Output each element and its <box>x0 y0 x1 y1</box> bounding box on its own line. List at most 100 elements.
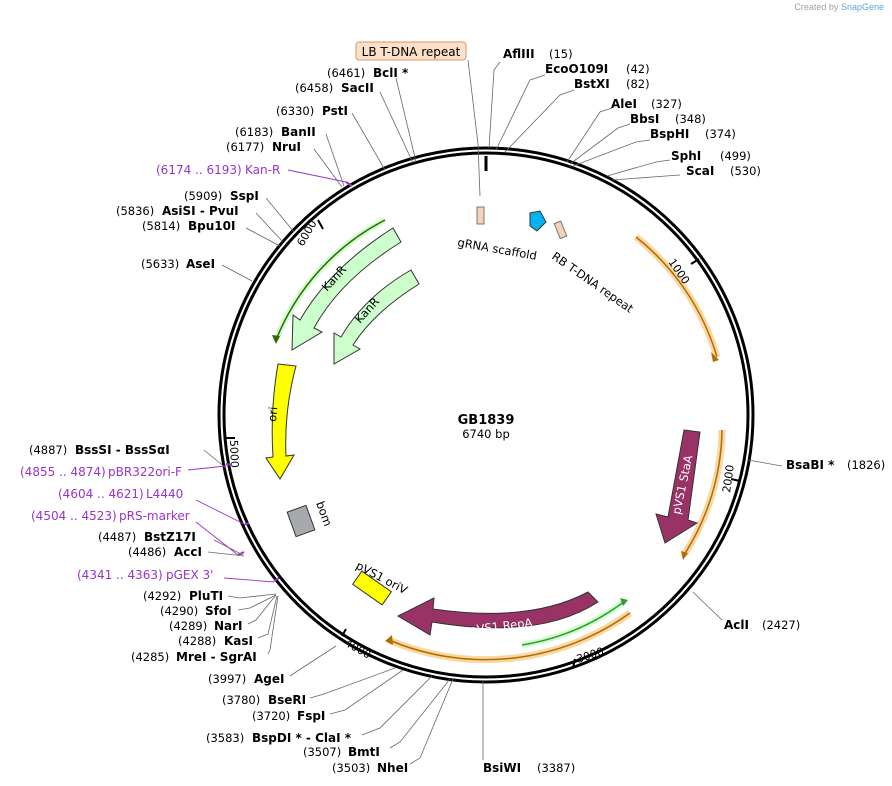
feature-RB-T-DNA <box>553 220 568 240</box>
site-AflIII: AflIII <box>503 47 535 61</box>
site-AleI: AleI <box>611 97 637 111</box>
leader-acci <box>207 551 245 557</box>
site-NarI: NarI <box>214 619 243 633</box>
site-BclI-pos: (6461) <box>327 66 365 80</box>
orf-arc-green-kan-inner <box>275 219 386 341</box>
site-AclI-pos: (2427) <box>762 618 800 632</box>
primer-L4440-range: (4604 .. 4621) <box>58 487 144 501</box>
leader-lbtdna <box>467 59 481 197</box>
primer-Kan-R: Kan-R <box>245 163 280 177</box>
site-BbsI: BbsI <box>630 112 659 126</box>
tick-4000: 4000 <box>343 636 374 661</box>
leader-prs-primer <box>195 521 239 556</box>
site-NheI-pos: (3503) <box>332 761 370 775</box>
site-PstI-pos: (6330) <box>276 104 314 118</box>
leader-aflIII <box>488 61 501 149</box>
leader-nrui <box>313 148 343 188</box>
site-AccI: AccI <box>174 545 202 559</box>
site-EcoO109I-pos: (42) <box>626 62 650 76</box>
leader-bsabi <box>747 459 783 467</box>
site-ScaI-pos: (530) <box>730 164 761 178</box>
snapgene-credit: Created by SnapGene <box>794 2 884 12</box>
site-BmtI: BmtI <box>348 745 380 759</box>
tick-mark-4000 <box>341 628 347 637</box>
leader-pluti <box>227 593 277 599</box>
site-BanII-pos: (6183) <box>235 125 273 139</box>
site-BstXI-pos: (82) <box>626 77 650 91</box>
leader-sspi <box>265 197 295 233</box>
site-AclI: AclI <box>724 618 749 632</box>
orf-arrowhead-3 <box>385 635 393 645</box>
primer-mark-kan <box>345 181 353 187</box>
site-AseI-pos: (5633) <box>141 257 179 271</box>
site-AsiSI-pos: (5836) <box>116 204 154 218</box>
site-NheI: NheI <box>377 761 408 775</box>
site-MreI-pos: (4285) <box>131 650 169 664</box>
feature-gRNA-scaffold <box>476 206 485 225</box>
orf-arrowhead-2 <box>681 551 688 560</box>
leader-kanr-primer <box>287 169 347 183</box>
orf-arrowhead-4 <box>620 598 628 606</box>
feature-label-gRNA-scaffold: gRNA scaffold <box>456 235 537 263</box>
credit-brand: SnapGene <box>840 2 884 12</box>
orf-arc-2000-inner <box>683 429 723 556</box>
leader-bstxi <box>504 89 575 153</box>
site-FspI: FspI <box>297 709 325 723</box>
primer-pBR322ori-F: pBR322ori-F <box>108 465 182 479</box>
leader-mrei <box>267 595 279 655</box>
leader-eco <box>495 74 546 151</box>
site-NarI-pos: (4289) <box>169 619 207 633</box>
leader-l4440-primer <box>195 499 245 525</box>
site-Bpu10I: Bpu10I <box>188 219 235 233</box>
site-AgeI-pos: (3997) <box>208 672 246 686</box>
primer-mark-pgex <box>273 577 280 582</box>
primer-pBR322ori-F-range: (4855 .. 4874) <box>20 465 106 479</box>
feature-KanR-inner <box>333 269 420 365</box>
leader-asei <box>221 264 253 282</box>
tick-mark-6000 <box>317 219 324 230</box>
site-NruI-pos: (6177) <box>226 140 264 154</box>
plasmid-length: 6740 bp <box>462 427 510 441</box>
site-leaders <box>203 59 783 765</box>
primer-leaders <box>187 169 347 583</box>
leader-sphi <box>606 159 671 177</box>
credit-prefix: Created by <box>794 2 839 12</box>
backbone-inner <box>222 151 750 679</box>
site-AccI-pos: (4486) <box>128 545 166 559</box>
leader-nhei <box>409 678 454 765</box>
tick-2000: 2000 <box>720 464 737 494</box>
site-AflIII-pos: (15) <box>549 47 573 61</box>
site-BclI: BclI * <box>373 66 409 80</box>
primer-L4440: L4440 <box>146 487 183 501</box>
site-BstXI: BstXI <box>574 77 610 91</box>
site-KasI-pos: (4288) <box>178 634 216 648</box>
site-AgeI: AgeI <box>254 672 284 686</box>
site-MreI-SgrAI: MreI - SgrAI <box>176 650 257 664</box>
leader-nari <box>247 594 277 625</box>
orf-arrowhead-1 <box>711 352 719 362</box>
site-SphI: SphI <box>671 149 701 163</box>
primer-mark-prs <box>237 551 245 556</box>
leader-bsphi <box>572 139 651 167</box>
tick-3000: 3000 <box>575 645 606 666</box>
leader-bpu10i <box>245 227 281 247</box>
site-FspI-pos: (3720) <box>252 709 290 723</box>
feature-bom <box>286 504 316 538</box>
site-BbsI-pos: (348) <box>675 112 706 126</box>
leader-bbsi <box>569 123 631 165</box>
site-AleI-pos: (327) <box>651 97 682 111</box>
leader-alei <box>566 107 613 163</box>
site-SfoI-pos: (4290) <box>160 604 198 618</box>
site-BstZ17I: BstZ17I <box>144 530 196 544</box>
leader-asisi <box>255 212 284 243</box>
site-BspDI-ClaI: BspDI * - ClaI * <box>252 731 352 745</box>
plasmid-name: GB1839 <box>458 413 515 428</box>
site-BmtI-pos: (3507) <box>303 745 341 759</box>
site-PstI: PstI <box>322 104 348 118</box>
tick-mark-2000 <box>730 478 741 482</box>
primer-marks <box>225 181 353 582</box>
site-SacII-pos: (6458) <box>295 81 333 95</box>
site-KasI: KasI <box>224 634 253 648</box>
tick-mark-1000 <box>690 258 700 265</box>
